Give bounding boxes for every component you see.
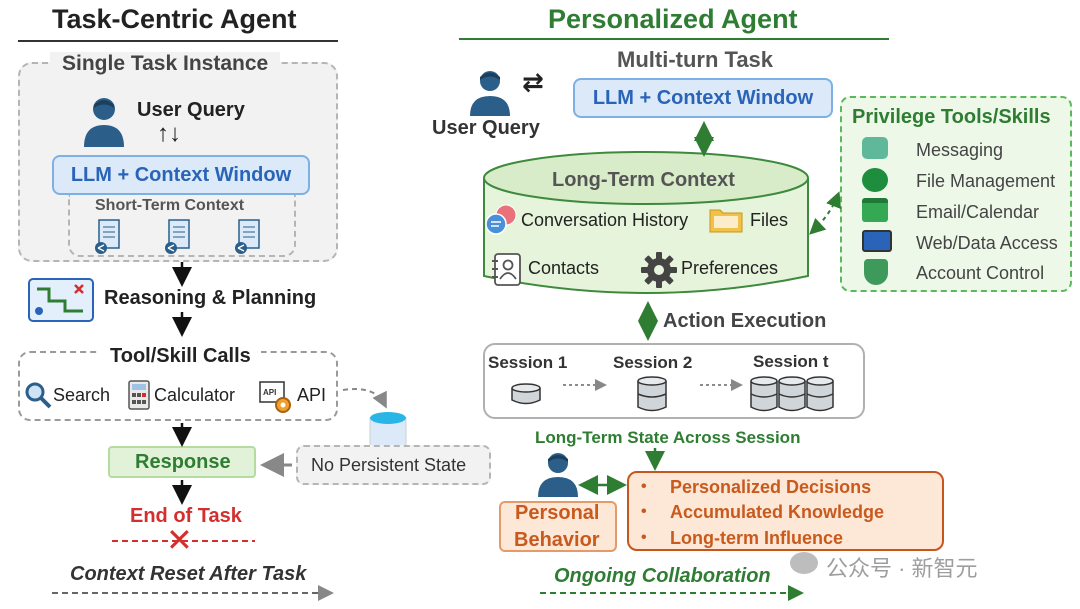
files-label: Files	[750, 210, 789, 230]
conversation-history-label: Conversation History	[521, 210, 689, 230]
chat-bubbles-icon	[485, 204, 517, 235]
outcome-bullet: •	[641, 529, 647, 546]
database-icon	[637, 376, 667, 412]
no-persistent-state-box	[296, 445, 491, 485]
session-1-label: Session 1	[488, 353, 568, 372]
outcome-bullet: •	[641, 503, 647, 520]
user-icon	[84, 98, 124, 147]
session-t-label: Session t	[753, 352, 829, 371]
document-icon	[165, 219, 190, 254]
document-icon	[235, 219, 260, 254]
single-task-instance-label: Single Task Instance	[50, 52, 281, 76]
file-management-label: File Management	[916, 171, 1056, 191]
tool-search-label: Search	[53, 385, 111, 405]
tool-api-label: API	[297, 385, 327, 405]
calculator-icon	[128, 380, 150, 410]
document-icon	[95, 219, 120, 254]
session-2-label: Session 2	[613, 353, 693, 372]
cross-icon: ✕	[166, 522, 193, 558]
database-icon	[511, 383, 541, 405]
outcome-accumulated-knowledge: Accumulated Knowledge	[670, 502, 885, 522]
outcome-bullet: •	[641, 478, 647, 495]
long-term-state-label: Long-Term State Across Session	[535, 428, 801, 447]
file-management-icon	[862, 168, 888, 192]
end-of-task-label: End of Task	[130, 505, 242, 527]
left-title-rule	[18, 40, 338, 42]
shield-lock-icon	[864, 259, 888, 285]
right-title-rule	[459, 38, 889, 40]
right-title: Personalized Agent	[548, 4, 798, 34]
laptop-globe-icon	[862, 230, 892, 252]
strategy-map-icon	[28, 278, 94, 322]
exchange-arrows-icon: ⇄	[522, 67, 544, 97]
right-footer-label: Ongoing Collaboration	[554, 565, 771, 587]
multi-turn-task-label: Multi-turn Task	[617, 47, 774, 72]
dashed-arrow	[809, 191, 841, 235]
watermark-text: 公众号 · 新智元	[826, 556, 978, 581]
no-persistent-state-label: No Persistent State	[311, 455, 467, 475]
account-control-label: Account Control	[916, 263, 1045, 283]
preferences-label: Preferences	[681, 258, 779, 278]
sessions-box	[483, 343, 865, 419]
user-icon	[470, 71, 510, 116]
calendar-icon	[862, 198, 888, 222]
folder-icon	[709, 209, 743, 233]
svg-text:API: API	[263, 388, 276, 397]
search-icon	[25, 382, 52, 409]
personal-label: Personal	[515, 502, 600, 524]
up-down-arrows-icon: ↑↓	[157, 120, 181, 147]
database-stack-icon	[750, 376, 834, 412]
contacts-label: Contacts	[528, 258, 600, 278]
email-calendar-label: Email/Calendar	[916, 202, 1040, 222]
long-term-context-cylinder	[483, 151, 809, 294]
left-user-query-label: User Query	[137, 99, 245, 121]
gear-icon	[641, 252, 677, 288]
behavior-label: Behavior	[514, 529, 600, 551]
short-term-context-box	[68, 195, 296, 257]
web-data-access-label: Web/Data Access	[916, 233, 1058, 253]
messaging-label: Messaging	[916, 140, 1004, 160]
action-execution-label: Action Execution	[663, 310, 827, 332]
response-label: Response	[135, 451, 231, 473]
outcome-personalized-decisions: Personalized Decisions	[670, 477, 872, 497]
outcomes-box	[627, 471, 944, 551]
left-title: Task-Centric Agent	[52, 4, 297, 34]
outcome-long-term-influence: Long-term Influence	[670, 528, 844, 548]
dashed-arrow	[342, 388, 387, 409]
api-gear-icon: API	[259, 381, 291, 413]
short-term-context-label: Short-Term Context	[95, 197, 245, 214]
tool-calculator-label: Calculator	[154, 385, 236, 405]
privilege-tools-title: Privilege Tools/Skills	[852, 106, 1051, 128]
right-user-query-label: User Query	[432, 117, 540, 139]
left-llm-context-window: LLM + Context Window	[52, 155, 310, 195]
messaging-icon	[862, 137, 888, 159]
left-footer-label: Context Reset After Task	[70, 563, 307, 585]
tool-calls-label: Tool/Skill Calls	[100, 345, 261, 368]
reasoning-planning-label: Reasoning & Planning	[104, 287, 317, 309]
long-term-context-label: Long-Term Context	[552, 169, 735, 191]
wechat-logo-icon	[790, 552, 818, 574]
right-llm-context-window: LLM + Context Window	[573, 78, 833, 118]
personal-behavior-box	[499, 501, 617, 552]
contacts-book-icon	[492, 253, 521, 286]
user-icon	[538, 453, 578, 497]
response-box	[108, 446, 256, 478]
